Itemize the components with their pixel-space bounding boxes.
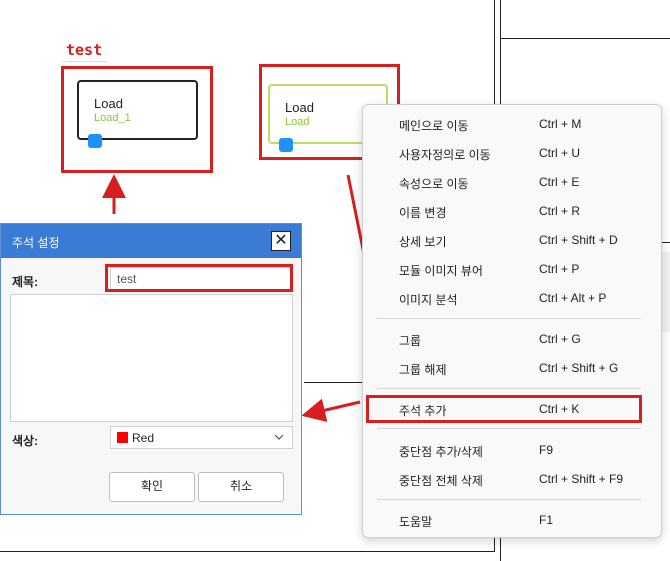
title-input[interactable]: test [110,267,292,292]
menu-item-label: 주석 추가 [399,404,447,418]
menu-item-help[interactable]: 도움말 F1 [363,507,661,533]
menu-item-shortcut: Ctrl + Shift + D [539,233,618,247]
menu-item-rename[interactable]: 이름 변경 Ctrl + R [363,198,661,224]
menu-item-label: 중단점 추가/삭제 [399,445,483,459]
annotation-settings-dialog: 주석 설정 ✕ 제목: test 색상: Red 확인 취소 [0,223,302,515]
menu-item-shortcut: Ctrl + E [539,175,580,189]
color-select[interactable]: Red [110,426,293,449]
annotation-underline [62,61,107,62]
menu-item-label: 그룹 [399,334,422,348]
node-subtitle: Load [285,116,310,128]
color-swatch [117,432,128,443]
annotation-label: test [66,41,103,59]
menu-item-module-image-viewer[interactable]: 모듈 이미지 뷰어 Ctrl + P [363,256,661,282]
menu-item-shortcut: Ctrl + U [539,146,581,160]
title-input-value: test [117,272,137,286]
highlight-box-title-input [105,264,293,292]
menu-item-label: 메인으로 이동 [399,119,469,133]
menu-item-label: 상세 보기 [399,235,447,249]
menu-item-shortcut: Ctrl + K [539,402,580,416]
node-subtitle: Load_1 [94,112,131,124]
context-menu: 메인으로 이동 Ctrl + M 사용자정의로 이동 Ctrl + U 속성으로… [362,104,662,538]
panel-divider-line [0,551,495,552]
color-select-value: Red [132,431,155,445]
highlight-box-add-annotation [366,395,642,423]
menu-item-label: 도움말 [399,515,433,529]
color-field-label: 색상: [12,434,39,448]
menu-item-delete-all-breakpoints[interactable]: 중단점 전체 삭제 Ctrl + Shift + F9 [363,466,661,492]
menu-item-add-annotation[interactable]: 주석 추가 Ctrl + K [363,396,661,422]
menu-item-shortcut: Ctrl + Shift + G [539,361,619,375]
node-title: Load [285,100,314,115]
menu-item-go-main[interactable]: 메인으로 이동 Ctrl + M [363,111,661,137]
annotation-content-textarea[interactable] [10,294,293,422]
panel-divider-line [304,382,364,383]
menu-item-detail-view[interactable]: 상세 보기 Ctrl + Shift + D [363,227,661,253]
menu-item-shortcut: Ctrl + M [539,117,582,131]
dialog-titlebar: 주석 설정 ✕ [1,224,301,258]
panel-divider-line [500,38,670,39]
menu-item-label: 중단점 전체 삭제 [399,474,483,488]
chevron-down-icon [274,434,284,440]
menu-item-go-custom[interactable]: 사용자정의로 이동 Ctrl + U [363,140,661,166]
menu-item-image-analysis[interactable]: 이미지 분석 Ctrl + Alt + P [363,285,661,311]
close-icon[interactable]: ✕ [271,231,291,251]
node-title: Load [94,96,123,111]
highlight-box-left-node [61,66,213,173]
menu-item-go-properties[interactable]: 속성으로 이동 Ctrl + E [363,169,661,195]
node-port[interactable] [88,134,102,148]
menu-separator [377,499,641,500]
menu-item-label: 사용자정의로 이동 [399,148,491,162]
menu-item-shortcut: Ctrl + R [539,204,581,218]
load-node-left[interactable]: Load Load_1 [77,80,198,140]
menu-item-group[interactable]: 그룹 Ctrl + G [363,326,661,352]
menu-item-label: 이미지 분석 [399,293,458,307]
menu-separator [377,388,641,389]
menu-item-shortcut: Ctrl + P [539,262,580,276]
node-port[interactable] [279,138,293,152]
menu-item-shortcut: Ctrl + G [539,332,581,346]
menu-item-shortcut: Ctrl + Shift + F9 [539,472,624,486]
menu-item-label: 그룹 해제 [399,363,447,377]
dialog-title: 주석 설정 [12,236,60,250]
menu-separator [377,428,641,429]
menu-item-shortcut: F9 [539,443,554,457]
menu-separator [377,318,641,319]
arrow-left-icon [301,398,361,422]
cancel-button[interactable]: 취소 [198,472,284,502]
menu-item-ungroup[interactable]: 그룹 해제 Ctrl + Shift + G [363,355,661,381]
menu-item-label: 모듈 이미지 뷰어 [399,264,483,278]
menu-item-shortcut: F1 [539,513,554,527]
menu-item-shortcut: Ctrl + Alt + P [539,291,607,305]
title-field-label: 제목: [12,275,39,289]
menu-item-toggle-breakpoint[interactable]: 중단점 추가/삭제 F9 [363,437,661,463]
ok-button[interactable]: 확인 [109,472,195,502]
menu-item-label: 속성으로 이동 [399,177,469,191]
menu-item-label: 이름 변경 [399,206,447,220]
property-row-background [662,252,670,332]
